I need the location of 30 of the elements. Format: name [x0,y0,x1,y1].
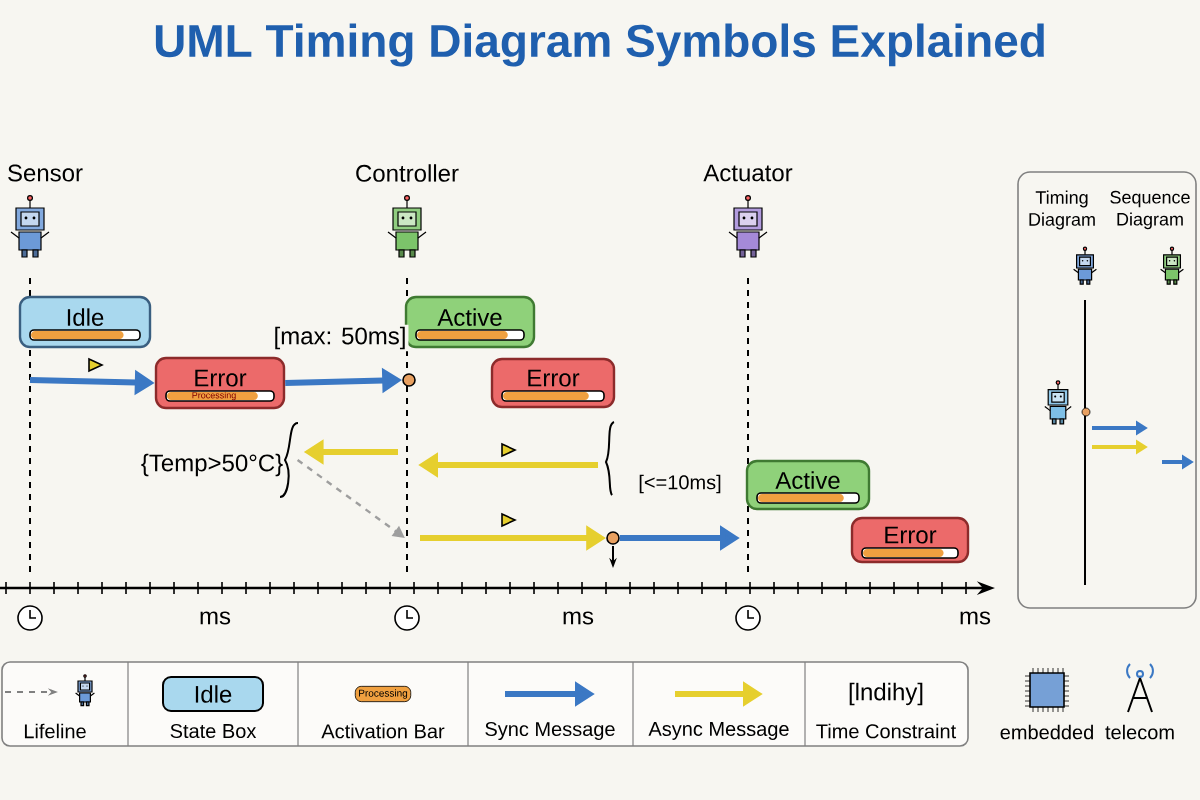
lifeline-name: Actuator [703,164,793,182]
state-box: Error Processing [154,356,286,410]
legend-label: State Box [170,723,257,739]
legend-label: Async Message [648,722,789,740]
title: UML Timing Diagram Symbols Explained [155,23,1044,67]
activation-bar-sample: Processing [354,685,412,703]
state-box: Idle [18,295,152,349]
panel-heading: Timing Diagram [1029,190,1095,230]
icon-caption: embedded [1000,724,1093,740]
state-box: Active [745,459,871,511]
edge-label: [max: 50ms] [275,326,405,350]
legend-label: Time Constraint [816,723,957,739]
time-constraint: [<=10ms] [639,474,721,494]
panel-heading: Sequence Diagram [1110,190,1190,230]
legend-label: Sync Message [485,721,615,741]
legend-label: Activation Bar [321,723,445,739]
lifeline-name: Controller [356,164,459,182]
state-box: Error [850,516,970,564]
constraint-sample: [lndihy] [849,682,923,706]
arrow [296,459,405,538]
icon-caption: telecom [1105,724,1174,740]
lifeline-name: Sensor [8,164,83,182]
state-box: Active [404,295,536,349]
state-box: Error [490,357,616,409]
axis-unit: ms [200,611,231,625]
legend-label: Lifeline [24,723,86,739]
axis-unit: ms [960,611,991,625]
constraint-text: {Temp>50°C} [141,453,283,477]
state-box-sample: Idle [162,676,264,712]
axis-unit: ms [563,611,594,625]
